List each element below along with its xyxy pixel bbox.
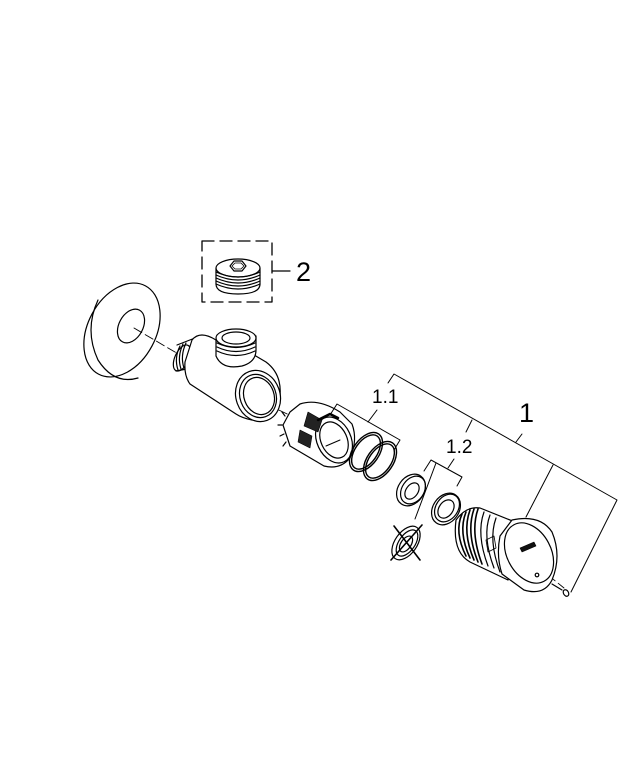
callout-1-bracket: [387, 373, 618, 593]
threaded-plug-icon: [215, 258, 261, 295]
callout-label-1-2: 1.2: [446, 437, 473, 458]
washer-2-icon: [430, 492, 462, 526]
callout-1-2-bracket: [414, 458, 463, 520]
cartridge-with-cap-icon: [454, 507, 558, 593]
callout-1-1-bracket: [329, 403, 401, 451]
wall-rosette-icon: [83, 282, 161, 381]
angle-valve-body-icon: [172, 328, 282, 423]
fixing-screw-icon: [551, 583, 570, 597]
part-2-detail-box: [201, 240, 291, 303]
callout-label-1: 1: [519, 398, 535, 428]
crossed-out-washer-icon: [390, 524, 423, 561]
callout-label-2: 2: [296, 257, 312, 287]
callout-label-1-1: 1.1: [372, 387, 399, 408]
o-rings-icon: [348, 431, 398, 482]
washer-1-icon: [395, 473, 427, 507]
cartridge-sleeve-icon: [277, 401, 356, 468]
